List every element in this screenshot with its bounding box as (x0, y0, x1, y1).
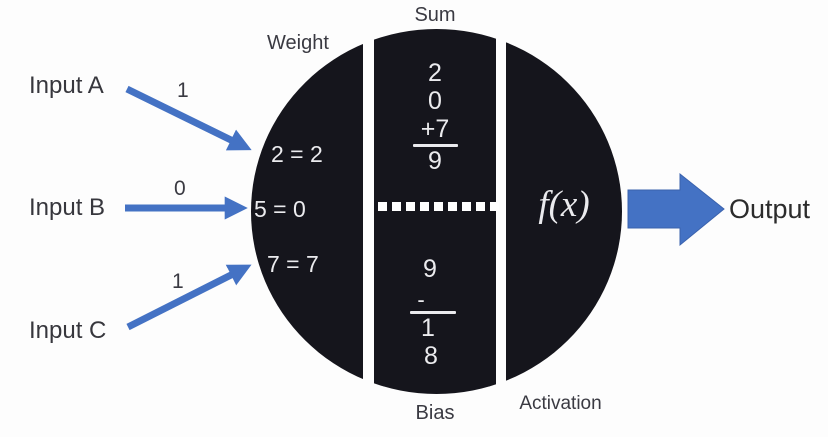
input-b-label: Input B (29, 194, 106, 221)
input-a-label: Input A (29, 72, 104, 99)
activation-section-label: Activation (519, 393, 602, 414)
bias-sum-in: 9 (423, 255, 437, 283)
sum-addend-3: +7 (420, 115, 450, 143)
bias-operator: - (417, 287, 425, 312)
sum-total: 9 (428, 147, 442, 175)
bias-result: 8 (424, 342, 438, 370)
weight-section-label: Weight (267, 32, 329, 54)
bias-value: 1 (421, 314, 435, 342)
weight-calc-b: 5 = 0 (254, 196, 306, 222)
activation-function: f(x) (538, 184, 590, 225)
bias-underline (410, 311, 456, 314)
dashed-divider (378, 202, 499, 211)
sum-addend-1: 2 (428, 59, 442, 87)
neuron-body (251, 29, 622, 394)
segment-divider-right (496, 27, 506, 397)
output-arrow (627, 172, 725, 247)
input-b-signal: 0 (174, 177, 186, 200)
weight-calc-a: 2 = 2 (271, 141, 323, 167)
sum-section-label: Sum (414, 4, 456, 26)
sum-underline (413, 144, 458, 147)
input-a-signal: 1 (177, 79, 189, 102)
output-label: Output (729, 194, 811, 224)
sum-addend-2: 0 (428, 87, 442, 115)
segment-divider-left (363, 27, 374, 397)
weight-calc-c: 7 = 7 (267, 251, 319, 277)
bias-section-label: Bias (415, 402, 455, 424)
input-c-label: Input C (29, 317, 107, 344)
input-c-signal: 1 (172, 270, 184, 293)
